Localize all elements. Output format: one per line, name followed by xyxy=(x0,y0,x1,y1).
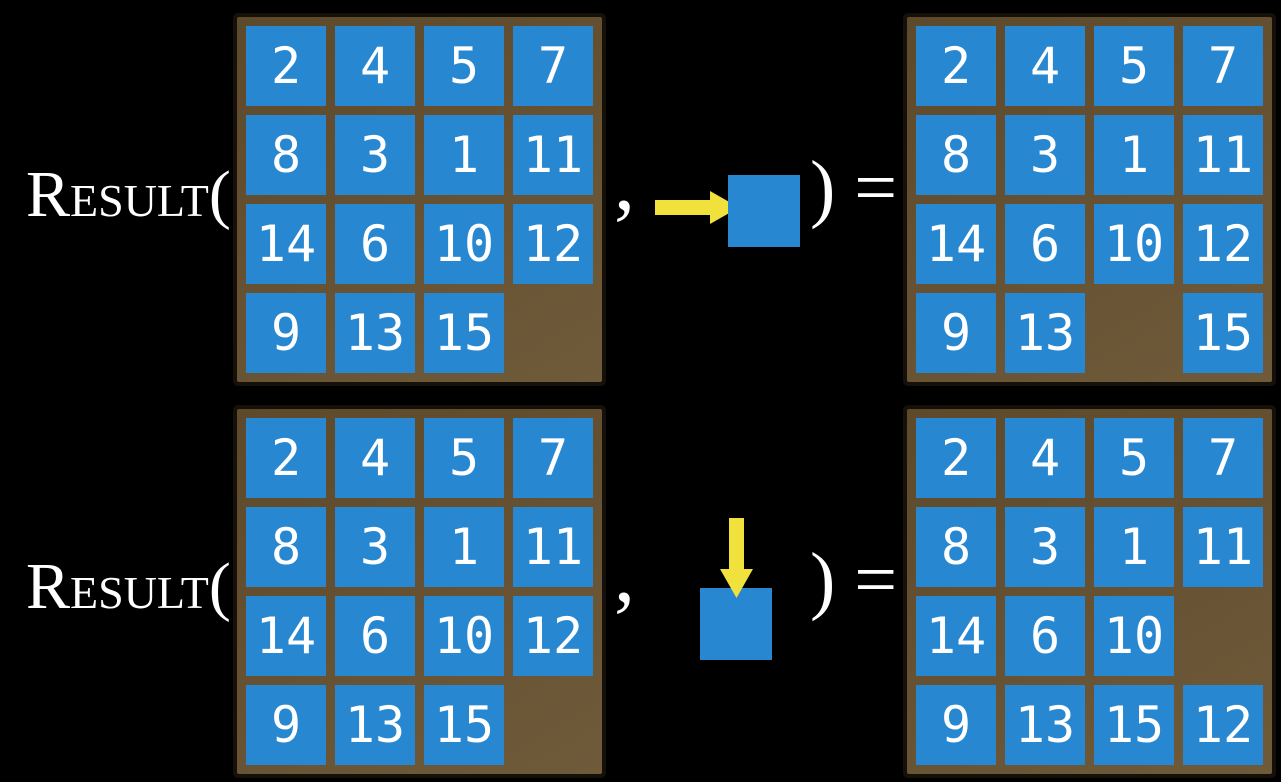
empty-cell xyxy=(513,685,593,765)
tile-4: 4 xyxy=(1005,418,1085,498)
tile-10: 10 xyxy=(1094,204,1174,284)
tile-5: 5 xyxy=(1094,26,1174,106)
tile-11: 11 xyxy=(513,507,593,587)
tile-1: 1 xyxy=(1094,115,1174,195)
tile-12: 12 xyxy=(1183,204,1263,284)
tile-10: 10 xyxy=(424,596,504,676)
tile-15: 15 xyxy=(424,685,504,765)
tile-15: 15 xyxy=(1094,685,1174,765)
close-paren-equals: ) = xyxy=(810,146,898,230)
empty-cell xyxy=(513,293,593,373)
tile-11: 11 xyxy=(1183,115,1263,195)
tile-8: 8 xyxy=(246,507,326,587)
tile-9: 9 xyxy=(246,685,326,765)
close-paren-equals: ) = xyxy=(810,538,898,622)
tile-9: 9 xyxy=(246,293,326,373)
tile-6: 6 xyxy=(335,596,415,676)
tile-5: 5 xyxy=(424,26,504,106)
tile-12: 12 xyxy=(1183,685,1263,765)
tile-7: 7 xyxy=(513,418,593,498)
tile-13: 13 xyxy=(335,685,415,765)
tile-11: 11 xyxy=(1183,507,1263,587)
tile-6: 6 xyxy=(1005,596,1085,676)
down-arrow-icon xyxy=(720,518,753,598)
tile-2: 2 xyxy=(916,418,996,498)
tile-14: 14 xyxy=(916,596,996,676)
tile-4: 4 xyxy=(335,418,415,498)
tile-14: 14 xyxy=(246,596,326,676)
tile-9: 9 xyxy=(916,685,996,765)
tile-12: 12 xyxy=(513,596,593,676)
tile-2: 2 xyxy=(916,26,996,106)
blank-tile xyxy=(728,175,800,247)
result-function-label: Result( xyxy=(26,158,231,231)
comma-separator: , xyxy=(614,527,635,620)
tile-10: 10 xyxy=(1094,596,1174,676)
tile-3: 3 xyxy=(1005,115,1085,195)
empty-cell xyxy=(1183,596,1263,676)
tile-6: 6 xyxy=(1005,204,1085,284)
tile-10: 10 xyxy=(424,204,504,284)
tile-9: 9 xyxy=(916,293,996,373)
tile-5: 5 xyxy=(1094,418,1174,498)
tile-13: 13 xyxy=(1005,293,1085,373)
right-arrow-icon xyxy=(655,191,739,224)
tile-1: 1 xyxy=(424,507,504,587)
tile-3: 3 xyxy=(1005,507,1085,587)
tile-12: 12 xyxy=(513,204,593,284)
tile-8: 8 xyxy=(916,507,996,587)
tile-5: 5 xyxy=(424,418,504,498)
tile-11: 11 xyxy=(513,115,593,195)
tile-8: 8 xyxy=(916,115,996,195)
tile-13: 13 xyxy=(335,293,415,373)
tile-4: 4 xyxy=(335,26,415,106)
result-function-label: Result( xyxy=(26,550,231,623)
comma-separator: , xyxy=(614,135,635,228)
empty-cell xyxy=(1094,293,1174,373)
tile-3: 3 xyxy=(335,507,415,587)
tile-3: 3 xyxy=(335,115,415,195)
tile-14: 14 xyxy=(916,204,996,284)
tile-7: 7 xyxy=(1183,26,1263,106)
tile-6: 6 xyxy=(335,204,415,284)
tile-2: 2 xyxy=(246,26,326,106)
tile-7: 7 xyxy=(513,26,593,106)
tile-1: 1 xyxy=(424,115,504,195)
tile-14: 14 xyxy=(246,204,326,284)
blank-tile xyxy=(700,588,772,660)
tile-2: 2 xyxy=(246,418,326,498)
tile-13: 13 xyxy=(1005,685,1085,765)
tile-15: 15 xyxy=(424,293,504,373)
tile-8: 8 xyxy=(246,115,326,195)
tile-7: 7 xyxy=(1183,418,1263,498)
tile-15: 15 xyxy=(1183,293,1263,373)
tile-1: 1 xyxy=(1094,507,1174,587)
tile-4: 4 xyxy=(1005,26,1085,106)
